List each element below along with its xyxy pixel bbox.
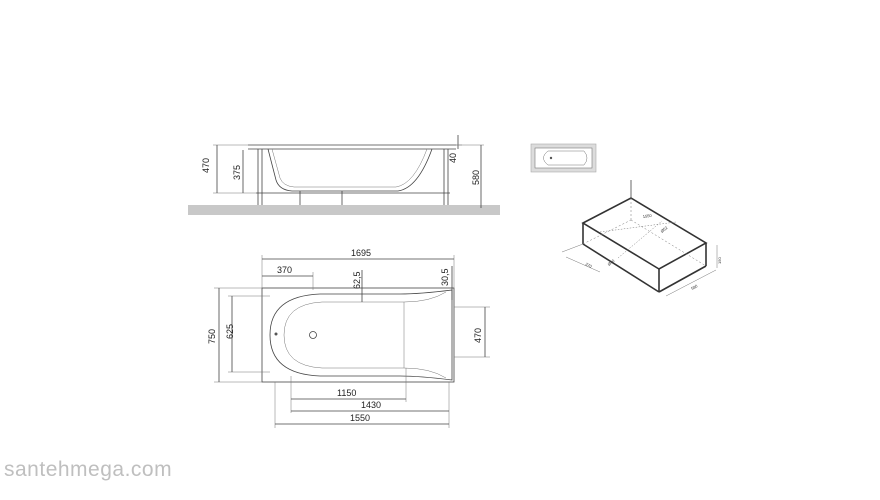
dim-height-470: 470 (201, 158, 211, 173)
dim-rim-40: 40 (448, 153, 458, 163)
dim-width-625: 625 (225, 324, 235, 339)
dim-offset-30-5: 30,5 (440, 268, 450, 286)
thumbnail-top-view (530, 143, 597, 173)
tub-outline-top (261, 287, 455, 383)
dim-length-1550: 1550 (350, 413, 370, 423)
box-dim-height: 150 (717, 257, 722, 264)
box-dim-front: 370 (585, 261, 594, 269)
tub-basin-top (269, 289, 453, 381)
floor (188, 205, 500, 215)
watermark: santehmega.com (4, 458, 173, 481)
box-dim-top: 1550 (642, 213, 652, 219)
box-dim-diag-2: Ø40 (606, 258, 616, 267)
dim-length-1695: 1695 (351, 248, 371, 258)
box-dim-diag-1: Ø52 (659, 225, 669, 234)
installation-box: 1550 Ø52 Ø40 370 580 150 (561, 180, 722, 297)
dim-offset-370: 370 (277, 265, 292, 275)
dim-height-375: 375 (232, 165, 242, 180)
dim-length-1150: 1150 (337, 388, 356, 398)
tub-body-side (267, 148, 433, 192)
dim-height-580: 580 (471, 170, 481, 185)
box-dim-depth: 580 (690, 283, 699, 291)
dim-width-470: 470 (473, 328, 483, 343)
top-view: 1695 370 62,5 30,5 750 625 470 1150 1430 (207, 248, 490, 428)
dim-offset-62-5: 62,5 (352, 271, 362, 289)
dim-width-750: 750 (207, 329, 217, 344)
drain-icon (309, 331, 317, 339)
dim-length-1430: 1430 (361, 400, 381, 410)
side-view: 470 375 40 580 (188, 135, 500, 215)
